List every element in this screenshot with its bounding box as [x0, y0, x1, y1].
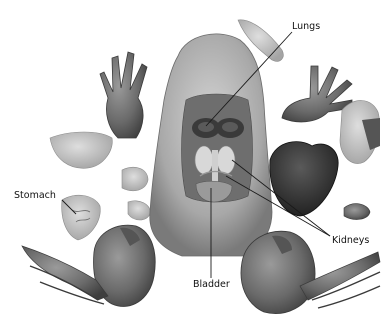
small-organ-right [344, 204, 370, 220]
heart [270, 142, 338, 216]
stomach-organ [62, 195, 101, 240]
lungs-label: Lungs [292, 21, 320, 32]
right-hind-leg [241, 231, 315, 313]
small-organ-left-lower [128, 201, 150, 220]
small-organ-left-upper [122, 167, 148, 191]
liver-lobe-left [50, 132, 112, 168]
bladder-label: Bladder [193, 279, 230, 290]
stomach-label: Stomach [14, 190, 56, 201]
liver-lobe-right [340, 100, 380, 163]
kidneys-label: Kidneys [332, 235, 369, 246]
left-front-leg [100, 52, 147, 138]
